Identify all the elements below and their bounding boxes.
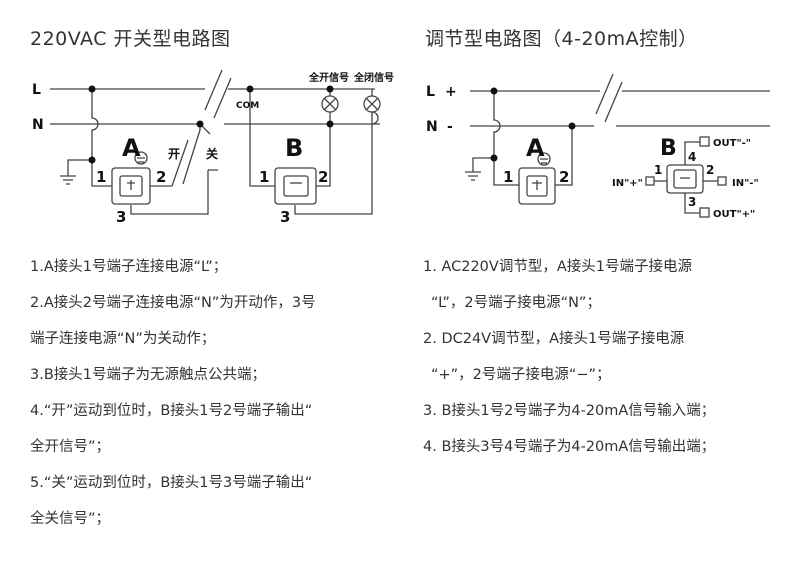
left-diagram-title: 220VAC 开关型电路图	[30, 28, 231, 50]
left-B-connector	[274, 167, 317, 205]
right-A-term2-label: 2	[559, 168, 569, 186]
left-line-L-label: L	[32, 82, 41, 98]
left-A-term2-label: 2	[156, 168, 166, 186]
right-note-4: 4. B接头3号4号端子为4-20mA信号输出端；	[423, 439, 716, 455]
left-note-1: 1.A接头1号端子连接电源“L”；	[30, 259, 228, 275]
right-break-slashes	[595, 73, 623, 123]
right-B-term1-label: 1	[654, 163, 662, 177]
left-note-2: 2.A接头2号端子连接电源“N”为开动作，3号	[30, 295, 316, 311]
right-A-connector	[518, 167, 556, 205]
left-B-term1-label: 1	[259, 168, 269, 186]
left-B-term3-label: 3	[280, 208, 290, 226]
left-head-A-label: A	[122, 134, 141, 162]
left-close-lamp-icon	[363, 95, 381, 113]
right-labels: L N + - A B 1 2 1 2 3 4 OUT"-" OUT"+" IN…	[426, 84, 759, 220]
left-labels: L N A B COM 全开信号 全闭信号 开 关 1 2 3 1 2 3	[32, 71, 394, 226]
right-head-A-label: A	[526, 134, 545, 162]
right-diagram-title: 调节型电路图（4-20mA控制）	[425, 28, 698, 50]
left-note-5-cont: 全关信号”；	[30, 511, 111, 527]
left-head-B-label: B	[285, 134, 303, 162]
left-A-ground-icon	[134, 151, 148, 165]
right-in-plus-terminal	[645, 176, 655, 186]
right-note-2: 2. DC24V调节型，A接头1号端子接电源	[423, 331, 685, 347]
left-note-5: 5.“关”运动到位时，B接头1号3号端子输出“	[30, 475, 313, 491]
right-out-plus-label: OUT"+"	[713, 209, 755, 220]
left-A-wire-1	[91, 89, 112, 187]
left-B-wire-1	[249, 89, 275, 187]
right-note-1: 1. AC220V调节型，A接头1号端子接电源	[423, 259, 692, 275]
right-B-term4-label: 4	[688, 150, 696, 164]
right-dots	[490, 87, 576, 162]
left-dots	[88, 85, 334, 164]
left-A-wire-3	[130, 170, 209, 215]
right-out-minus-label: OUT"-"	[713, 138, 751, 149]
left-A-term3-label: 3	[116, 208, 126, 226]
left-line-N-label: N	[32, 117, 44, 133]
left-A-term1-label: 1	[96, 168, 106, 186]
right-B-term3-label: 3	[688, 195, 696, 209]
right-note-2-cont: “+”，2号端子接电源“−”；	[431, 367, 611, 383]
right-minus-label: -	[447, 119, 453, 135]
right-B-term2-label: 2	[706, 163, 714, 177]
left-note-4-cont: 全开信号”；	[30, 439, 111, 455]
right-A-wire-2	[555, 126, 573, 186]
right-line-L-label: L	[426, 84, 435, 100]
right-A-wire-1	[493, 91, 519, 186]
right-in-plus-label: IN"+"	[612, 178, 643, 189]
left-note-2-cont: 端子连接电源“N”为关动作；	[30, 331, 216, 347]
right-line-N-label: N	[426, 119, 438, 135]
right-in-minus-label: IN"-"	[732, 178, 759, 189]
right-B-wire-3	[684, 193, 700, 214]
left-note-4: 4.“开”运动到位时，B接头1号2号端子输出“	[30, 403, 313, 419]
right-plus-label: +	[445, 84, 457, 100]
left-B-wire-3	[294, 112, 373, 215]
left-close-signal-label: 全闭信号	[353, 71, 394, 84]
left-B-wire-2	[316, 112, 331, 187]
left-open-switch-label: 开	[168, 147, 180, 161]
right-B-connector	[666, 164, 704, 194]
right-note-1-cont: “L”，2号端子接电源“N”；	[431, 295, 601, 311]
right-in-minus-terminal	[717, 176, 727, 186]
left-circuit	[50, 69, 381, 215]
right-A-term1-label: 1	[503, 168, 513, 186]
right-out-plus-terminal	[699, 207, 710, 218]
right-head-B-label: B	[660, 136, 677, 161]
left-note-3: 3.B接头1号端子为无源触点公共端；	[30, 367, 267, 383]
right-note-3: 3. B接头1号2号端子为4-20mA信号输入端；	[423, 403, 716, 419]
left-com-label: COM	[236, 101, 259, 111]
left-break-slashes	[204, 69, 232, 119]
left-B-term2-label: 2	[318, 168, 328, 186]
right-out-minus-terminal	[699, 136, 710, 147]
right-A-ground-icon	[537, 152, 551, 166]
left-ground	[60, 159, 92, 185]
right-ground	[465, 157, 494, 181]
left-open-lamp-icon	[321, 95, 339, 113]
left-A-connector	[111, 167, 151, 205]
right-B-wire-4	[684, 141, 700, 165]
left-open-signal-label: 全开信号	[308, 71, 349, 84]
left-close-switch-label: 关	[206, 146, 218, 161]
